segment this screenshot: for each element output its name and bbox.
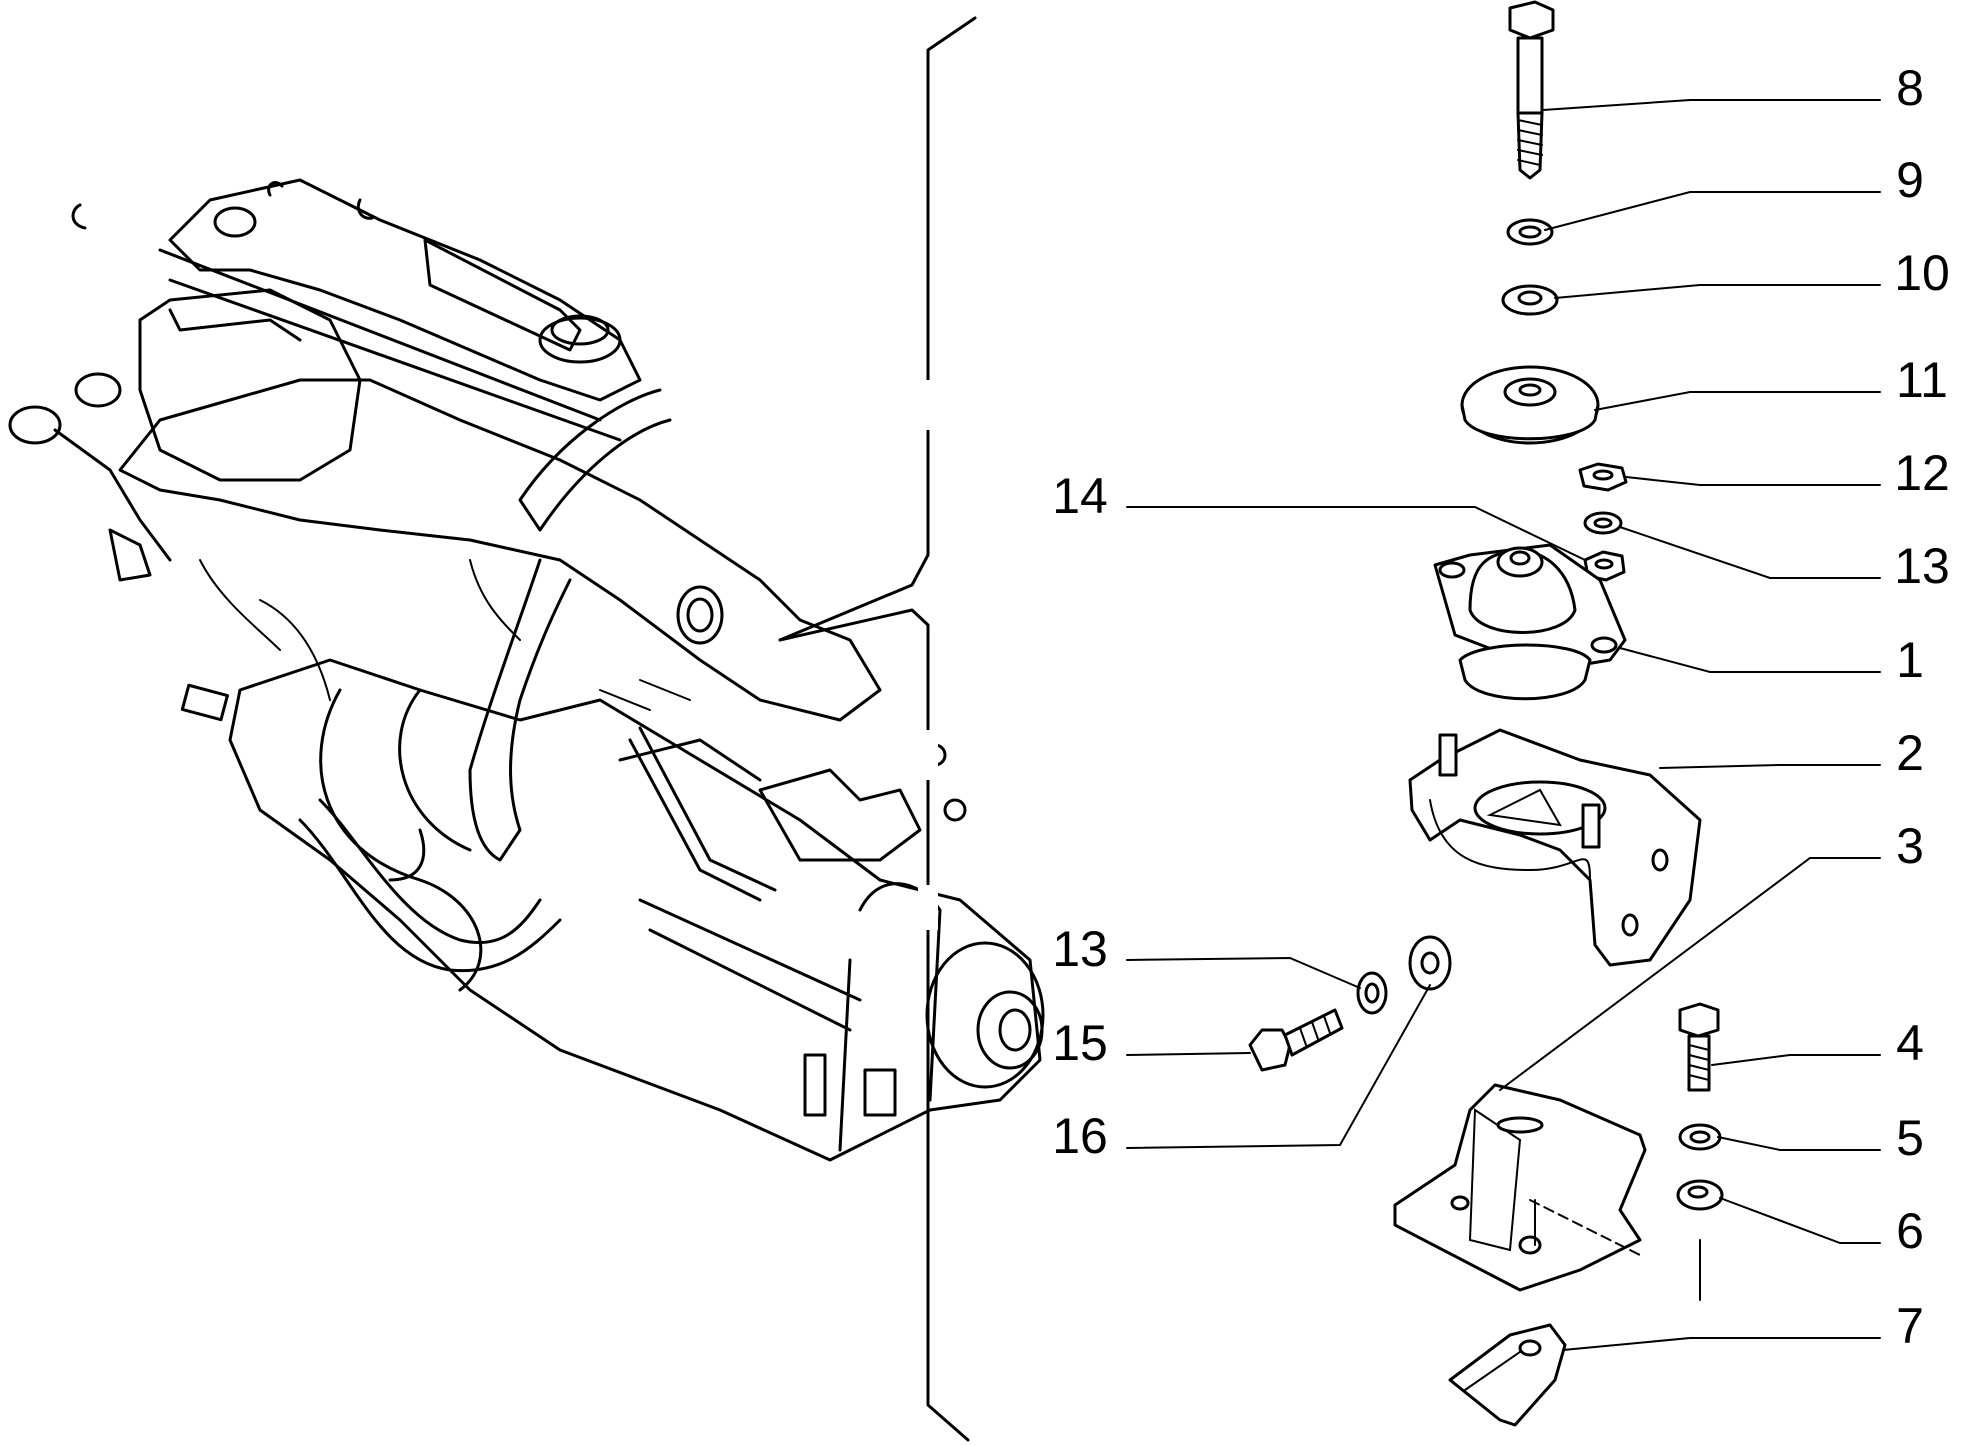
part-8-long-bolt (1508, 0, 1555, 180)
callout-2: 2 (1896, 725, 1924, 781)
part-7-clip (1448, 1323, 1567, 1427)
engine-gearbox-assembly (8, 178, 1045, 1162)
part-12-nut (1578, 462, 1628, 492)
part-13-spring-washer-upper (1583, 511, 1623, 535)
callout-5: 5 (1896, 1110, 1924, 1166)
part-1-rubber-mount (1433, 543, 1627, 701)
callout-labels: 8 9 10 11 12 13 14 1 2 3 4 5 6 7 13 15 1… (1052, 60, 1950, 1354)
callout-3: 3 (1896, 818, 1924, 874)
part-6-flat-washer (1676, 1179, 1724, 1211)
part-16-washer (1408, 935, 1452, 991)
part-2-bracket (1408, 728, 1702, 967)
part-4-bolt (1678, 1002, 1720, 1092)
callout-13-lower: 13 (1052, 921, 1108, 977)
callout-1: 1 (1896, 632, 1924, 688)
callout-11: 11 (1896, 352, 1948, 408)
bracket-upper (778, 16, 977, 642)
callout-13-upper: 13 (1894, 538, 1950, 594)
part-13-spring-washer-lower (1356, 971, 1388, 1015)
bracket-lower (778, 608, 970, 1442)
callout-4: 4 (1896, 1015, 1924, 1071)
leader-lines (1126, 99, 1881, 1351)
callout-7: 7 (1896, 1298, 1924, 1354)
callout-14: 14 (1052, 468, 1108, 524)
callout-8: 8 (1896, 60, 1924, 116)
callout-6: 6 (1896, 1203, 1924, 1259)
part-11-cup-washer (1460, 365, 1600, 445)
part-3-lower-bracket (1393, 1083, 1701, 1301)
callout-10: 10 (1894, 245, 1950, 301)
callout-9: 9 (1896, 152, 1924, 208)
callout-12: 12 (1894, 445, 1950, 501)
callout-16: 16 (1052, 1108, 1108, 1164)
part-15-bolt (1248, 1008, 1344, 1072)
part-9-spring-washer (1506, 218, 1554, 246)
callout-15: 15 (1052, 1015, 1108, 1071)
part-10-flat-washer (1501, 284, 1559, 316)
part-5-spring-washer (1678, 1123, 1722, 1151)
